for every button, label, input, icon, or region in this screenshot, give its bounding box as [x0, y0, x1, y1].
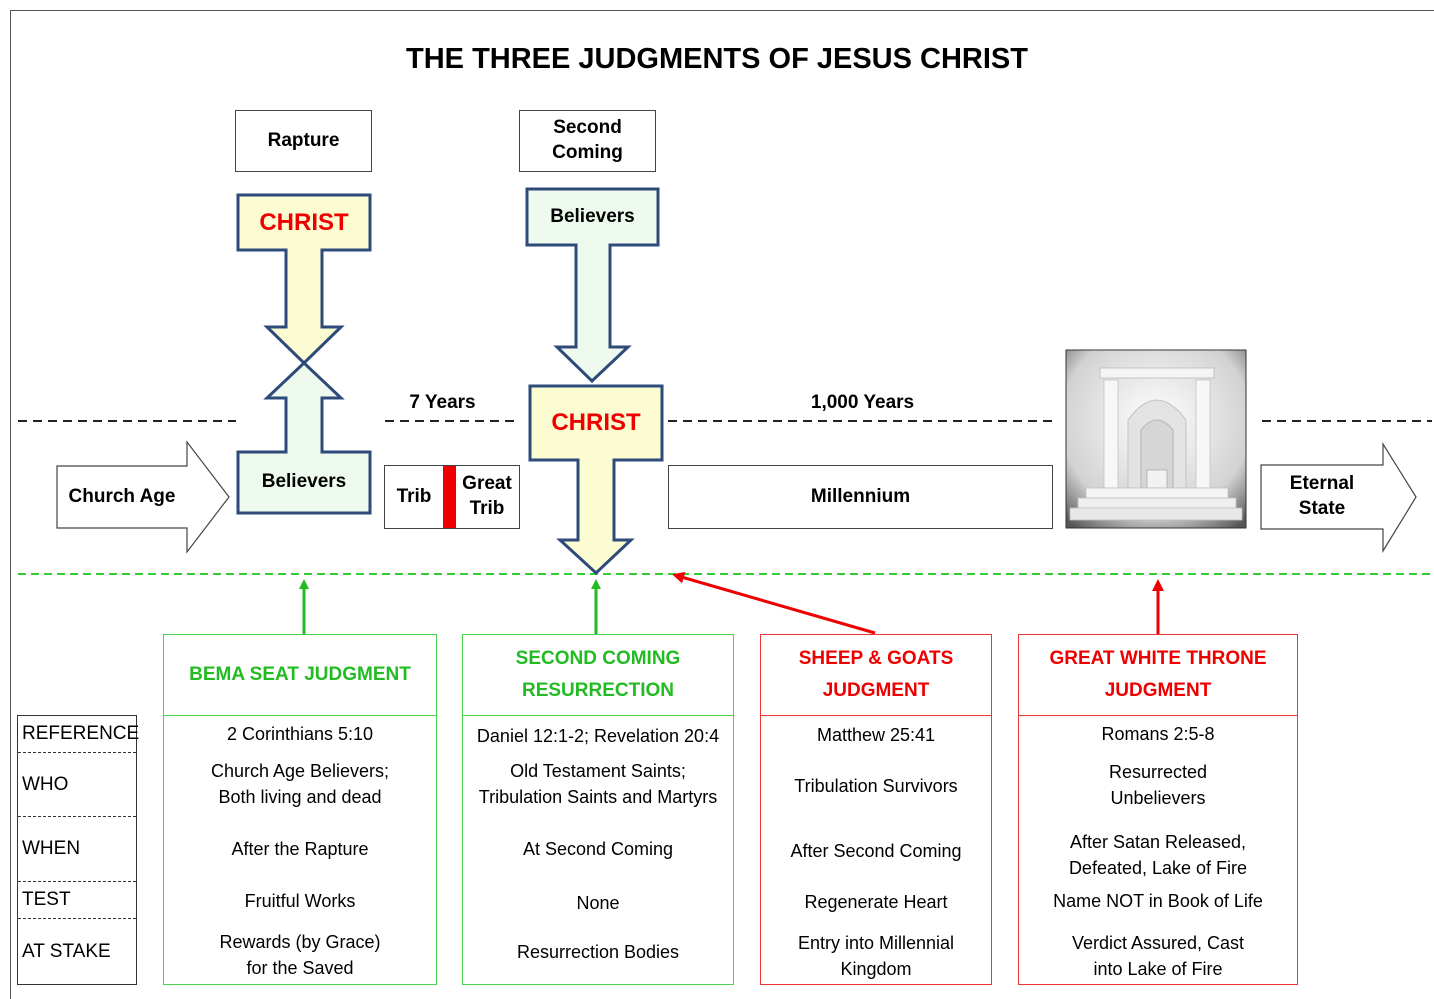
row-label-when: WHEN	[18, 817, 136, 882]
card-test: None	[576, 892, 620, 913]
card-reference: Romans 2:5-8	[1101, 723, 1215, 744]
seven-years-label: 7 Years	[409, 391, 476, 413]
eternal-state-arrow	[1260, 441, 1417, 554]
christ-returning-arrow	[528, 384, 664, 576]
diagram-frame	[10, 10, 1434, 999]
row-label-who: WHO	[18, 753, 136, 817]
card-heading: SHEEP & GOATS JUDGMENT	[761, 635, 991, 716]
card-who: Resurrected Unbelievers	[1108, 761, 1208, 808]
card-reference: 2 Corinthians 5:10	[226, 723, 374, 744]
card-who: Church Age Believers; Both living and de…	[210, 760, 390, 807]
diagram-title: THE THREE JUDGMENTS OF JESUS CHRIST	[406, 43, 1028, 76]
millennium-label: Millennium	[810, 485, 911, 507]
row-label-test: TEST	[18, 882, 136, 919]
second-coming-box	[519, 110, 656, 172]
card-heading: BEMA SEAT JUDGMENT	[164, 635, 436, 716]
card-when: After Satan Released, Defeated, Lake of …	[1068, 831, 1248, 878]
card-test: Fruitful Works	[244, 890, 356, 911]
tribulation-box	[384, 465, 520, 529]
millennium-box	[668, 465, 1053, 529]
tribulation-divider	[443, 466, 456, 528]
bema-seat-card: BEMA SEAT JUDGMENT 2 Corinthians 5:10 Ch…	[163, 634, 437, 985]
christ-descending-arrow	[236, 193, 372, 366]
eternal-state-label: Eternal State	[1289, 473, 1355, 519]
card-when: After Second Coming	[790, 840, 962, 861]
throne-image	[1065, 349, 1247, 529]
great-trib-label: Great Trib	[462, 473, 512, 519]
believers-label-second-coming: Believers	[550, 205, 635, 227]
card-who: Old Testament Saints; Tribulation Saints…	[478, 760, 718, 807]
thousand-years-label: 1,000 Years	[810, 391, 915, 413]
great-white-throne-card: GREAT WHITE THRONE JUDGMENT Romans 2:5-8…	[1018, 634, 1298, 985]
trib-label: Trib	[396, 485, 432, 507]
card-at-stake: Verdict Assured, Cast into Lake of Fire	[1071, 932, 1245, 979]
row-label-column: REFERENCE WHO WHEN TEST AT STAKE	[17, 715, 139, 985]
rapture-label: Rapture	[267, 129, 340, 151]
second-coming-resurrection-card: SECOND COMING RESURRECTION Daniel 12:1-2…	[462, 634, 734, 985]
believers-descending-arrow	[525, 187, 660, 384]
card-test: Name NOT in Book of Life	[1053, 890, 1263, 911]
church-age-arrow	[56, 440, 230, 554]
rapture-box	[235, 110, 372, 172]
card-when: After the Rapture	[231, 838, 369, 859]
sheep-goats-pointer-arrow	[672, 571, 876, 635]
second-coming-label: Second Coming	[552, 117, 623, 163]
row-label-reference: REFERENCE	[18, 716, 139, 753]
card-when: At Second Coming	[522, 838, 674, 859]
card-who: Tribulation Survivors	[794, 775, 958, 796]
card-heading: GREAT WHITE THRONE JUDGMENT	[1019, 635, 1297, 716]
sheep-goats-card: SHEEP & GOATS JUDGMENT Matthew 25:41 Tri…	[760, 634, 992, 985]
card-at-stake: Rewards (by Grace) for the Saved	[219, 931, 381, 978]
christ-label-rapture: CHRIST	[259, 209, 349, 237]
believers-ascending-arrow	[236, 360, 372, 515]
card-reference: Daniel 12:1-2; Revelation 20:4	[476, 725, 720, 746]
christ-label-second-coming: CHRIST	[551, 409, 641, 437]
believers-label-rapture: Believers	[261, 471, 347, 493]
card-at-stake: Resurrection Bodies	[516, 941, 680, 962]
church-age-label: Church Age	[68, 485, 176, 507]
card-at-stake: Entry into Millennial Kingdom	[797, 932, 955, 979]
card-test: Regenerate Heart	[804, 891, 948, 912]
card-reference: Matthew 25:41	[816, 724, 936, 745]
card-heading: SECOND COMING RESURRECTION	[463, 635, 733, 716]
row-label-at-stake: AT STAKE	[22, 941, 111, 962]
